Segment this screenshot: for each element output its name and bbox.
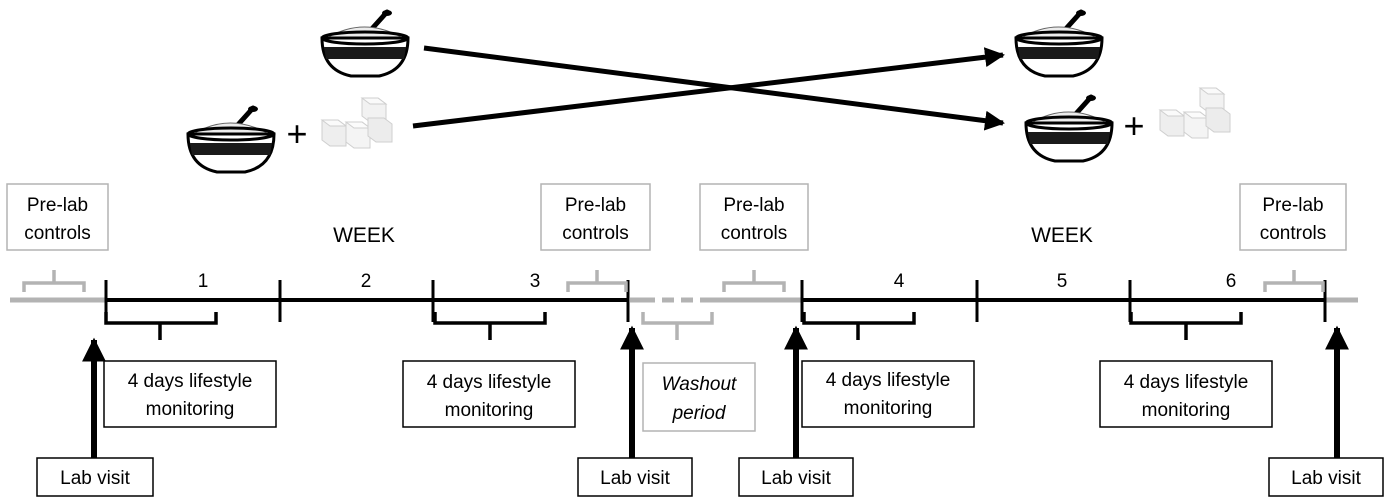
sugar-cubes-icon — [1159, 87, 1231, 139]
week-heading: WEEK — [333, 224, 395, 247]
washout-box: Washout period — [642, 362, 756, 432]
crossover-arrow — [423, 45, 1005, 131]
svg-text:monitoring: monitoring — [146, 399, 235, 420]
week-number: 2 — [361, 271, 372, 292]
svg-text:Pre-lab: Pre-lab — [723, 195, 784, 216]
svg-text:controls: controls — [721, 223, 788, 244]
monitoring-box: 4 days lifestyle monitoring — [103, 360, 277, 428]
week-number: 1 — [198, 271, 209, 292]
svg-text:4 days lifestyle: 4 days lifestyle — [427, 372, 552, 393]
svg-text:controls: controls — [562, 223, 629, 244]
monitoring-box: 4 days lifestyle monitoring — [801, 360, 975, 428]
bowl-icon — [322, 10, 408, 76]
svg-text:Washout: Washout — [662, 374, 737, 395]
lab-visit-box: Lab visit — [577, 457, 693, 497]
svg-text:4 days lifestyle: 4 days lifestyle — [826, 370, 951, 391]
svg-text:Lab visit: Lab visit — [1291, 468, 1361, 489]
week-number: 3 — [530, 271, 541, 292]
timeline — [10, 280, 1358, 322]
washout-brace — [641, 312, 714, 340]
monitoring-box: 4 days lifestyle monitoring — [402, 360, 576, 428]
svg-text:Pre-lab: Pre-lab — [565, 195, 626, 216]
bowl-icon — [188, 106, 274, 172]
svg-text:monitoring: monitoring — [445, 400, 534, 421]
monitoring-box: 4 days lifestyle monitoring — [1099, 360, 1273, 428]
svg-text:monitoring: monitoring — [844, 398, 933, 419]
week-number: 4 — [894, 271, 905, 292]
week-heading: WEEK — [1031, 224, 1093, 247]
lab-visit-box: Lab visit — [1268, 457, 1384, 497]
monitoring-brace — [104, 312, 1243, 340]
pre-lab-brace — [22, 270, 1325, 292]
svg-text:Lab visit: Lab visit — [600, 468, 670, 489]
svg-text:controls: controls — [24, 223, 91, 244]
svg-text:Lab visit: Lab visit — [60, 468, 130, 489]
svg-text:Pre-lab: Pre-lab — [1262, 195, 1323, 216]
sugar-cubes-icon — [321, 97, 393, 149]
svg-text:4 days lifestyle: 4 days lifestyle — [1124, 372, 1249, 393]
pre-lab-box: Pre-lab controls — [1239, 183, 1347, 251]
plus-sign: + — [1123, 105, 1144, 146]
svg-text:period: period — [672, 403, 727, 424]
svg-text:4 days lifestyle: 4 days lifestyle — [128, 371, 253, 392]
svg-text:controls: controls — [1260, 223, 1327, 244]
svg-text:Lab visit: Lab visit — [761, 468, 831, 489]
svg-text:Pre-lab: Pre-lab — [27, 195, 88, 216]
pre-lab-box: Pre-lab controls — [6, 183, 109, 251]
pre-lab-box: Pre-lab controls — [540, 183, 651, 251]
svg-text:monitoring: monitoring — [1142, 400, 1231, 421]
week-number: 6 — [1226, 271, 1237, 292]
bowl-icon — [1016, 10, 1102, 76]
lab-visit-box: Lab visit — [738, 457, 854, 497]
crossover-arrow — [412, 47, 1005, 129]
lab-visit-box: Lab visit — [36, 457, 154, 497]
week-number: 5 — [1057, 271, 1068, 292]
plus-sign: + — [286, 113, 307, 154]
pre-lab-box: Pre-lab controls — [699, 183, 809, 251]
bowl-icon — [1026, 95, 1112, 161]
